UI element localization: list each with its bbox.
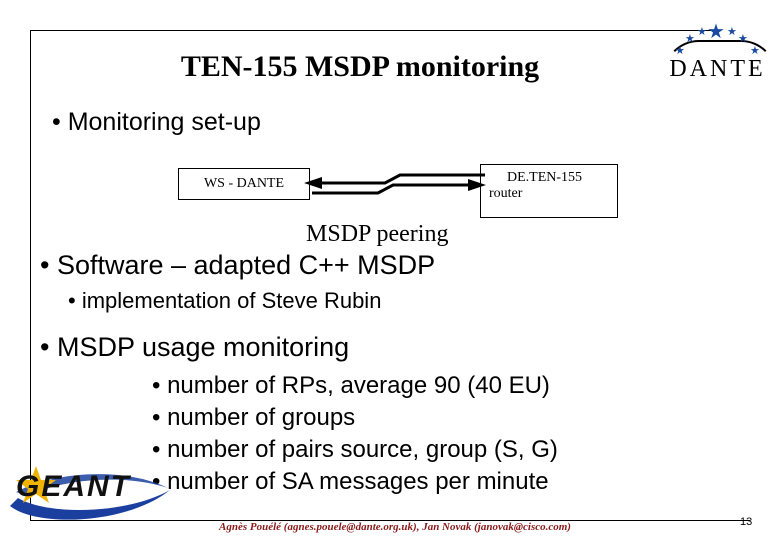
bullet-number-of-pairs: • number of pairs source, group (S, G): [152, 436, 558, 463]
diagram-node-ws-dante: WS - DANTE: [178, 168, 310, 200]
frame-left-line: [30, 30, 31, 520]
dante-star-icon: ★: [697, 26, 707, 38]
dante-star-icon: ★: [738, 33, 748, 45]
diagram-node-ws-dante-label: WS - DANTE: [203, 176, 285, 191]
diagram-peering-arrows: [304, 173, 486, 195]
diagram-node-router-label-line1: DE.TEN-155: [507, 170, 583, 185]
dante-logo: ★ ★ ★ ★ ★ ★ ★ DANTE: [655, 22, 780, 82]
diagram-node-router-label-line2: router: [489, 186, 523, 201]
diagram-peering-label: MSDP peering: [306, 221, 449, 247]
dante-star-icon: ★: [675, 45, 685, 57]
bullet-monitoring-setup: • Monitoring set-up: [52, 108, 261, 136]
geant-swoosh-icon: [10, 466, 170, 520]
diagram-node-router: DE.TEN-155 router: [480, 164, 618, 218]
dante-star-icon: ★: [685, 33, 695, 45]
dante-star-icon: ★: [727, 26, 737, 38]
dante-star-icon: ★: [707, 21, 725, 43]
footer-authors: Agnès Pouélé (agnes.pouele@dante.org.uk)…: [219, 521, 571, 533]
bullet-msdp-usage-monitoring: • MSDP usage monitoring: [40, 332, 350, 362]
bullet-number-of-sa-messages: • number of SA messages per minute: [152, 468, 549, 495]
frame-bottom-line: [30, 520, 750, 521]
bullet-number-of-groups: • number of groups: [152, 404, 356, 431]
page-title: TEN-155 MSDP monitoring: [180, 50, 540, 83]
bullet-implementation: • implementation of Steve Rubin: [68, 288, 382, 313]
dante-star-icon: ★: [750, 45, 760, 57]
dante-logo-text: DANTE: [669, 56, 766, 82]
page-number: 13: [740, 516, 753, 528]
frame-top-line: [30, 30, 720, 31]
geant-logo-text: GEANT: [16, 470, 131, 503]
bullet-number-of-rps: • number of RPs, average 90 (40 EU): [152, 372, 550, 399]
bullet-software: • Software – adapted C++ MSDP: [40, 250, 436, 280]
dante-arc-shape: [663, 40, 777, 76]
geant-logo: GEANT: [8, 462, 173, 524]
